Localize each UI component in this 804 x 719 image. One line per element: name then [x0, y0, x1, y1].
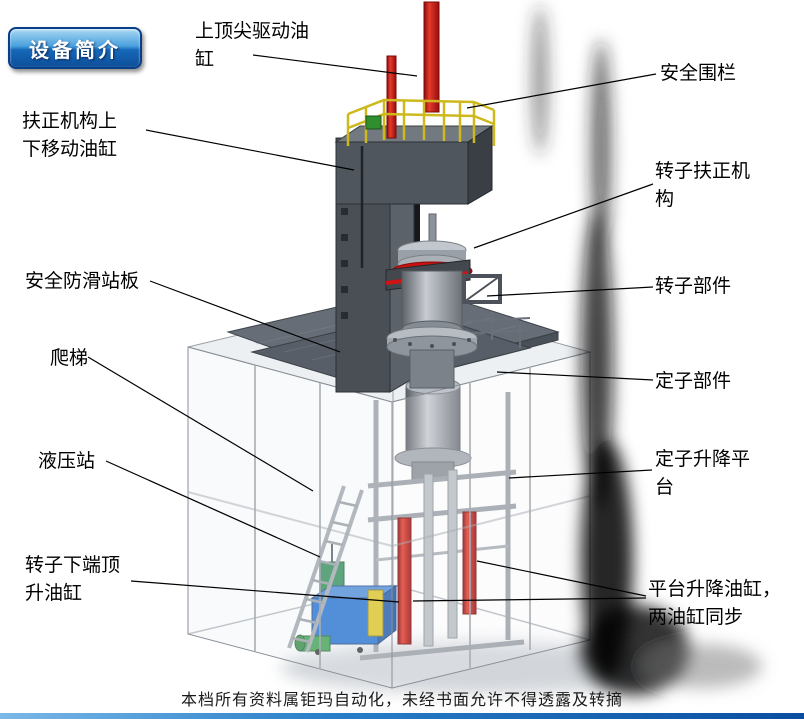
callout-safety-fence: 安全围栏 — [660, 62, 737, 84]
callout-stator-component: 定子部件 — [655, 370, 732, 392]
callout-top-drive-cylinder: 上顶尖驱动油缸 — [195, 20, 310, 70]
leader-lines — [87, 54, 657, 603]
bottom-accent-bar — [0, 713, 804, 719]
callout-rotor-centering-mechanism: 转子扶正机构 — [655, 160, 751, 210]
enclosure-glass-panels — [187, 346, 591, 689]
callout-hydraulic-station: 液压站 — [38, 450, 96, 472]
callout-platform-lift-cylinders: 平台升降油缸，两油缸同步 — [648, 578, 782, 628]
callout-antislip-platform: 安全防滑站板 — [25, 270, 140, 292]
rotor-assembly — [385, 213, 502, 389]
callout-stator-lift-platform: 定子升降平台 — [655, 448, 751, 498]
title-badge: 设备简介 — [8, 27, 142, 69]
top-drive-oil-cylinder — [386, 1, 440, 139]
shadow-smudge — [532, 5, 762, 695]
footer-watermark: 本档所有资料属钜玛自动化，未经书面允许不得透露及转摘 — [180, 690, 623, 709]
callout-ladder: 爬梯 — [50, 347, 89, 369]
callout-rotor-bottom-jack-cylinder: 转子下端顶升油缸 — [25, 554, 121, 604]
control-box — [365, 115, 382, 130]
access-ladder — [287, 485, 364, 653]
stator-lift-platform — [359, 377, 525, 661]
safety-fence-railing — [346, 98, 496, 146]
callout-centering-move-cylinder: 扶正机构上下移动油缸 — [22, 110, 118, 160]
callout-rotor-component: 转子部件 — [655, 275, 732, 297]
centering-bracket — [462, 274, 502, 304]
